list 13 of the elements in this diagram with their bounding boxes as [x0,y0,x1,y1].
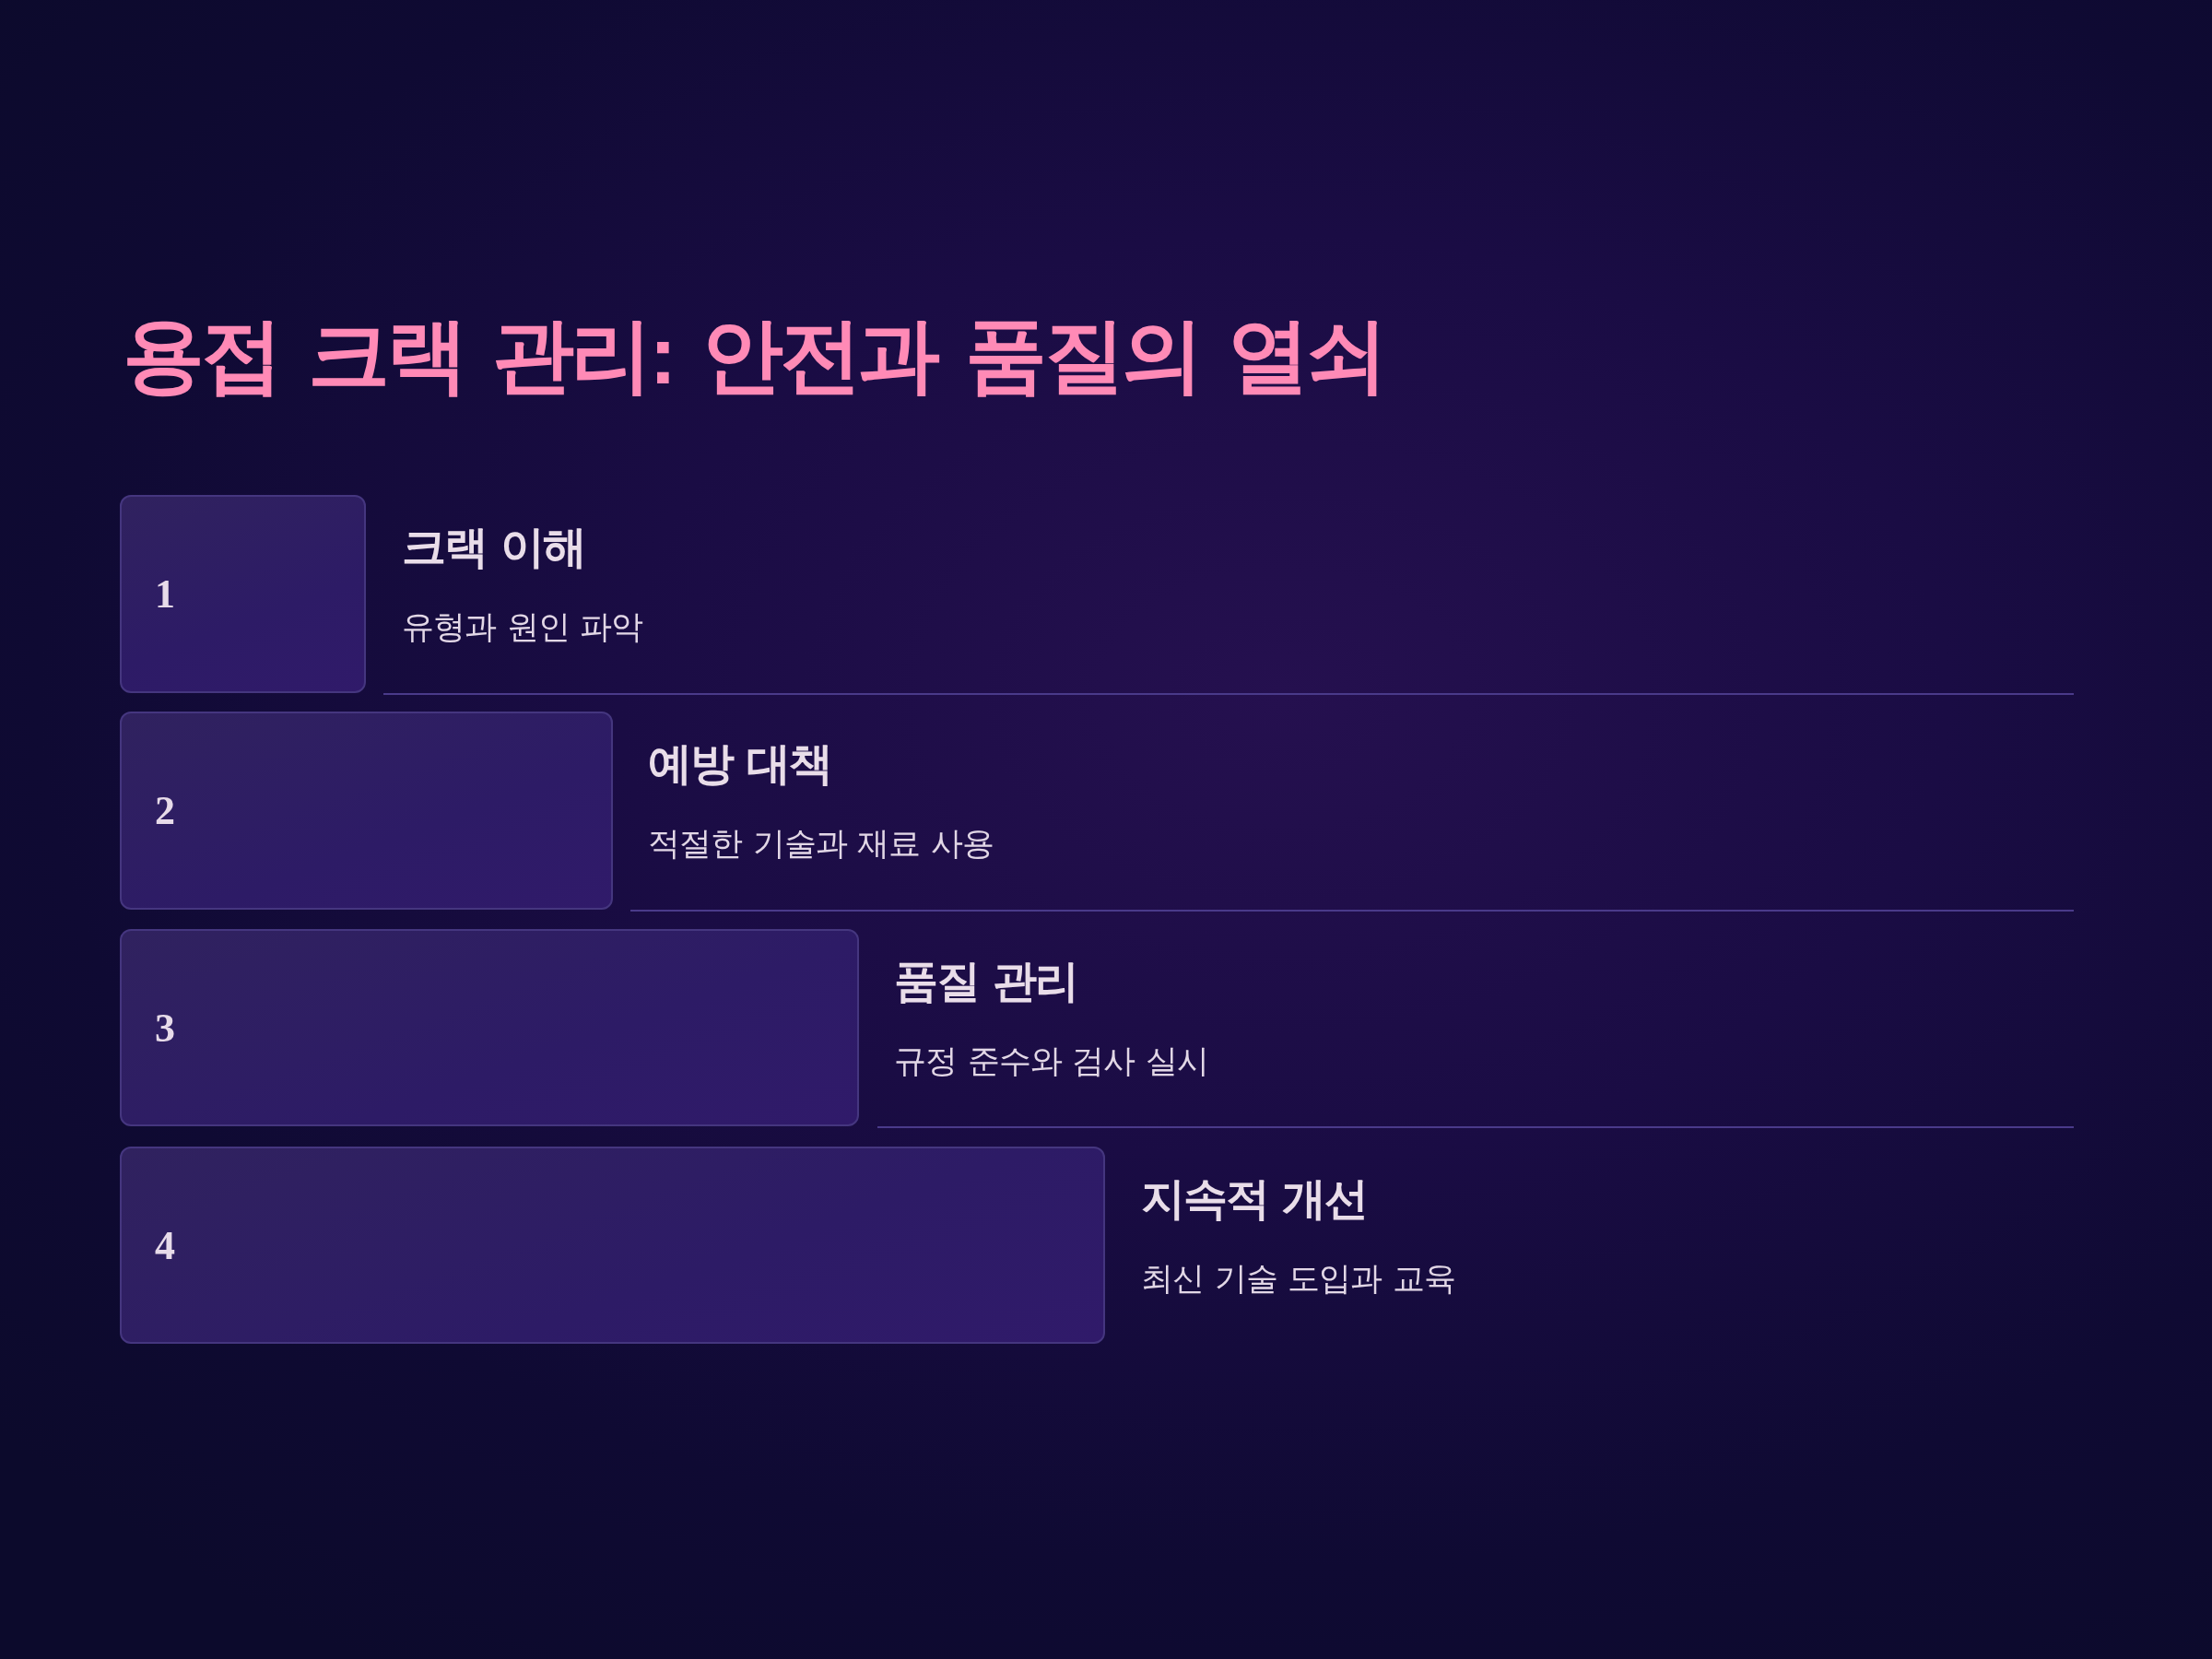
title: 용접 크랙 관리: 안전과 품질의 열쇠 [123,308,1385,403]
step-description: 유형과 원인 파악 [402,607,643,646]
step-heading: 예방 대책 [648,738,832,790]
step-heading: 품질 관리 [894,956,1078,1007]
step-box: 1 [120,495,366,693]
step-box: 2 [120,712,613,910]
step-description: 최신 기술 도입과 교육 [1141,1259,1456,1298]
step-description: 적절한 기술과 재료 사용 [648,824,994,863]
step-description: 규정 준수와 검사 실시 [894,1041,1209,1080]
step-box: 4 [120,1147,1105,1344]
step-box: 3 [120,929,859,1126]
step-heading: 크랙 이해 [402,522,586,573]
step-heading: 지속적 개선 [1141,1173,1368,1225]
